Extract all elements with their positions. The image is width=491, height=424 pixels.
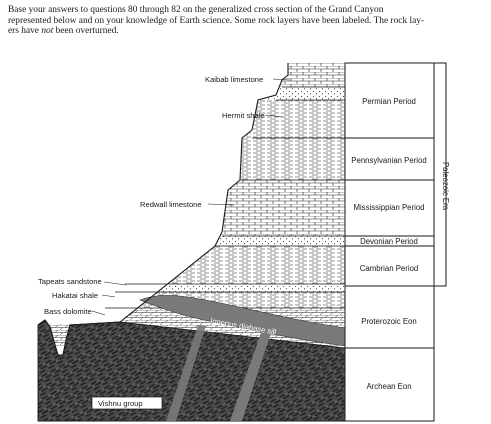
label-tapeats: Tapeats sandstone <box>38 277 102 286</box>
label-kaibab: Kaibab limestone <box>205 75 263 84</box>
label-bass-dolomite: Bass dolomite <box>44 307 92 316</box>
label-archean: Archean Eon <box>366 382 411 391</box>
igneous-dike-2 <box>166 325 206 421</box>
label-redwall: Redwall limestone <box>140 200 202 209</box>
time-scale-table <box>344 62 447 422</box>
label-hakatai: Hakatai shale <box>52 291 98 300</box>
period-labels: Permian Period Pennsylvanian Period Miss… <box>351 97 450 391</box>
label-paleozoic-era: Paleozoic Era <box>441 162 450 211</box>
label-vishnu: Vishnu group <box>98 399 143 408</box>
pennsylvanian-layer <box>200 138 345 180</box>
instructions-line-2: represented below and on your knowledge … <box>8 15 425 26</box>
canyon-profile <box>37 63 289 356</box>
label-permian: Permian Period <box>362 97 416 106</box>
devonian-layer <box>200 236 345 246</box>
vishnu-label-box <box>91 396 163 410</box>
label-proterozoic: Proterozoic Eon <box>361 317 416 326</box>
instructions-line-3: ers have not been overturned. <box>8 26 119 37</box>
permian-sand-layer <box>200 87 345 100</box>
tapeats-layer <box>38 284 345 292</box>
label-hermit: Hermit shale <box>222 111 265 120</box>
label-mississippian: Mississippian Period <box>353 203 424 212</box>
label-cambrian: Cambrian Period <box>360 264 419 273</box>
cambrian-layer <box>100 246 345 284</box>
igneous-dike <box>230 330 272 421</box>
instructions-line-1: Base your answers to questions 80 throug… <box>8 5 384 15</box>
label-pennsylvanian: Pennsylvanian Period <box>351 156 426 165</box>
label-devonian: Devonian Period <box>360 237 418 246</box>
instructions-text: Base your answers to questions 80 throug… <box>8 5 484 37</box>
